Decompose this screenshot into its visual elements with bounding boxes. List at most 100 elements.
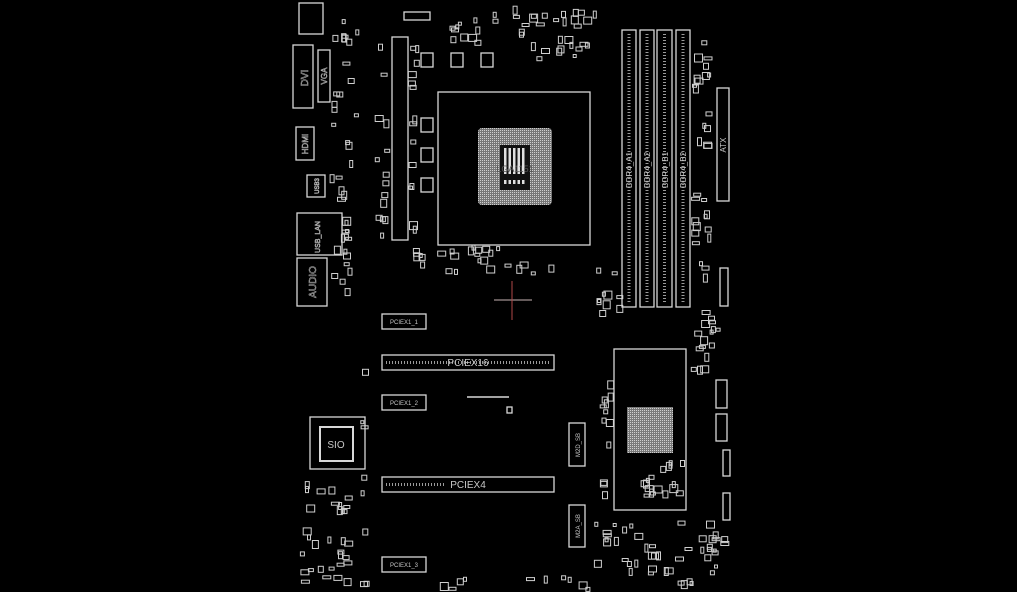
usb-lan-connector[interactable] <box>296 212 343 256</box>
smd-component <box>703 213 708 219</box>
smd-component <box>455 24 460 30</box>
smd-component <box>530 13 537 19</box>
smd-component <box>468 33 478 42</box>
smd-component <box>645 477 650 483</box>
smd-component <box>557 35 563 44</box>
usb-header[interactable] <box>715 413 728 442</box>
pch-heatsink <box>613 348 687 511</box>
usb-header[interactable] <box>715 379 728 409</box>
smd-component <box>380 198 388 208</box>
smd-component <box>613 536 619 546</box>
vrm-choke <box>420 147 434 163</box>
smd-component <box>341 33 347 43</box>
smd-component <box>343 560 353 566</box>
usb3-connector[interactable] <box>306 174 326 198</box>
smd-component <box>557 45 565 54</box>
smd-component <box>602 300 611 310</box>
smd-component <box>384 148 391 153</box>
smd-component <box>669 484 679 494</box>
audio-connector[interactable] <box>296 257 328 307</box>
smd-component <box>680 580 688 590</box>
vga-connector[interactable] <box>317 49 331 103</box>
smd-component <box>338 502 343 510</box>
smd-component <box>337 549 345 555</box>
right-header[interactable] <box>719 267 729 307</box>
smd-component <box>583 16 593 25</box>
smd-component <box>362 368 369 376</box>
smd-component <box>504 263 512 268</box>
dimm-slot-a1[interactable] <box>621 29 637 308</box>
smd-component <box>541 12 548 19</box>
pciex1-1-label: PCIEX1_1 <box>390 320 419 326</box>
smd-component <box>474 252 481 257</box>
smd-component <box>634 532 644 540</box>
smd-component <box>702 122 707 129</box>
smd-component <box>599 404 607 409</box>
smd-component <box>448 586 457 591</box>
sio-chip[interactable] <box>319 426 354 462</box>
smd-component <box>333 91 341 97</box>
smd-component <box>562 17 567 27</box>
hdmi-connector[interactable] <box>295 126 315 161</box>
dimm-slot-b1[interactable] <box>656 29 673 308</box>
smd-component <box>604 537 609 543</box>
smd-component <box>299 551 305 557</box>
smd-component <box>626 561 632 567</box>
smd-component <box>362 528 369 536</box>
smd-component <box>695 346 704 352</box>
smd-component <box>335 175 343 180</box>
top-io-connector[interactable] <box>298 2 324 35</box>
sata-header[interactable] <box>722 449 731 477</box>
dvi-connector[interactable] <box>292 44 314 109</box>
smd-component <box>409 84 417 90</box>
smd-component <box>380 72 388 77</box>
smd-component <box>456 578 464 586</box>
dimm-slot-b2[interactable] <box>675 29 691 308</box>
cpu-socket[interactable] <box>437 91 591 246</box>
smd-component <box>605 419 614 427</box>
sio-footprint <box>309 416 366 470</box>
dvi-label: DVI <box>300 70 311 87</box>
smd-component <box>701 72 710 80</box>
smd-component <box>375 214 383 221</box>
smd-component <box>577 9 585 16</box>
smd-component <box>702 273 708 283</box>
pciex16-slot[interactable] <box>381 354 555 371</box>
smd-component <box>607 380 615 390</box>
smd-component <box>380 232 385 239</box>
smd-component <box>675 490 684 497</box>
pciex1-2-slot[interactable] <box>381 394 427 411</box>
cpu-center-pins <box>504 148 526 184</box>
smd-component <box>374 157 380 163</box>
top-header[interactable] <box>403 11 431 21</box>
smd-component <box>691 217 700 226</box>
smd-component <box>420 261 426 269</box>
smd-component <box>516 264 523 274</box>
smd-component <box>709 329 714 335</box>
pciex4-slot[interactable] <box>381 476 555 493</box>
sata-header[interactable] <box>722 492 731 521</box>
smd-component <box>454 268 458 275</box>
smd-component <box>343 578 352 587</box>
smd-component <box>578 581 588 590</box>
smd-component <box>656 551 661 561</box>
smd-component <box>599 310 607 317</box>
smd-component <box>648 474 655 480</box>
m2d-slot[interactable] <box>568 422 586 467</box>
smd-component <box>382 171 390 178</box>
smd-component <box>408 185 413 190</box>
smd-component <box>343 262 350 267</box>
smd-component <box>344 288 351 297</box>
smd-component <box>693 74 701 84</box>
smd-component <box>680 460 685 467</box>
smd-component <box>703 142 713 149</box>
smd-component <box>344 495 353 501</box>
pciex1-1-slot[interactable] <box>381 313 427 330</box>
m2a-slot[interactable] <box>568 504 586 548</box>
smd-component <box>382 216 389 225</box>
dimm-a2-label: DDR4_A2 <box>643 151 652 188</box>
pciex1-3-slot[interactable] <box>381 556 427 573</box>
dimm-slot-a2[interactable] <box>639 29 655 308</box>
atx-connector[interactable] <box>716 87 730 202</box>
